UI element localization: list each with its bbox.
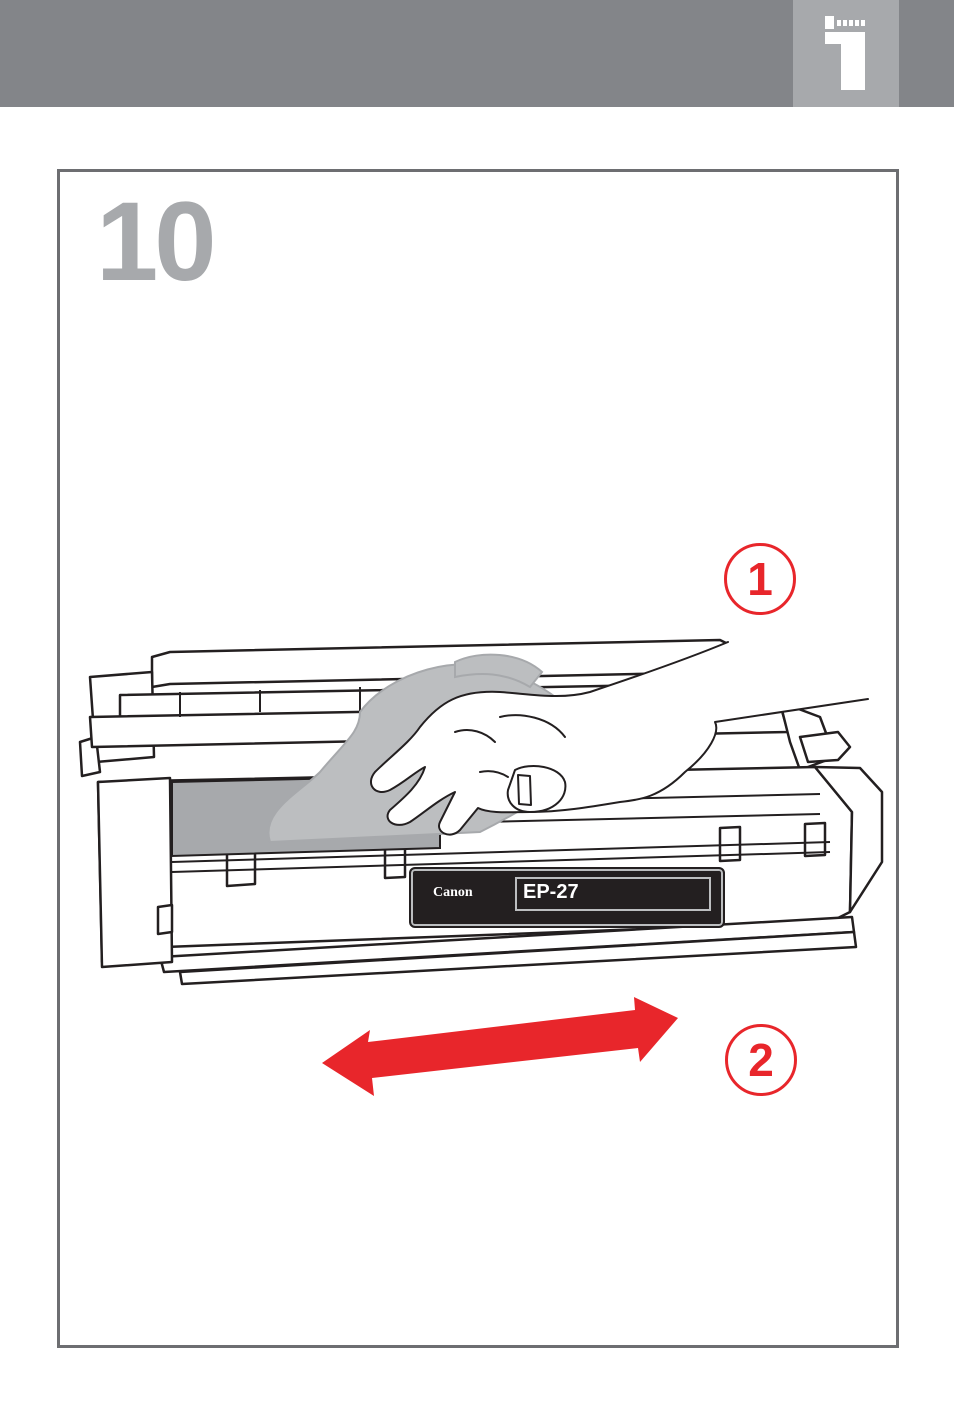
model-label: EP-27 <box>523 881 579 904</box>
step-frame: 10 <box>57 169 899 1348</box>
brand-logo: Canon <box>433 885 473 901</box>
model-box: EP-27 <box>515 877 711 911</box>
cartridge-tab-icon <box>793 0 899 107</box>
cartridge-illustration <box>60 172 896 1345</box>
callout-2: 2 <box>725 1024 797 1096</box>
cartridge-label-plate: Canon EP-27 <box>409 867 725 928</box>
callout-1: 1 <box>724 543 796 615</box>
double-arrow-icon <box>322 997 678 1096</box>
section-tab <box>793 0 899 107</box>
